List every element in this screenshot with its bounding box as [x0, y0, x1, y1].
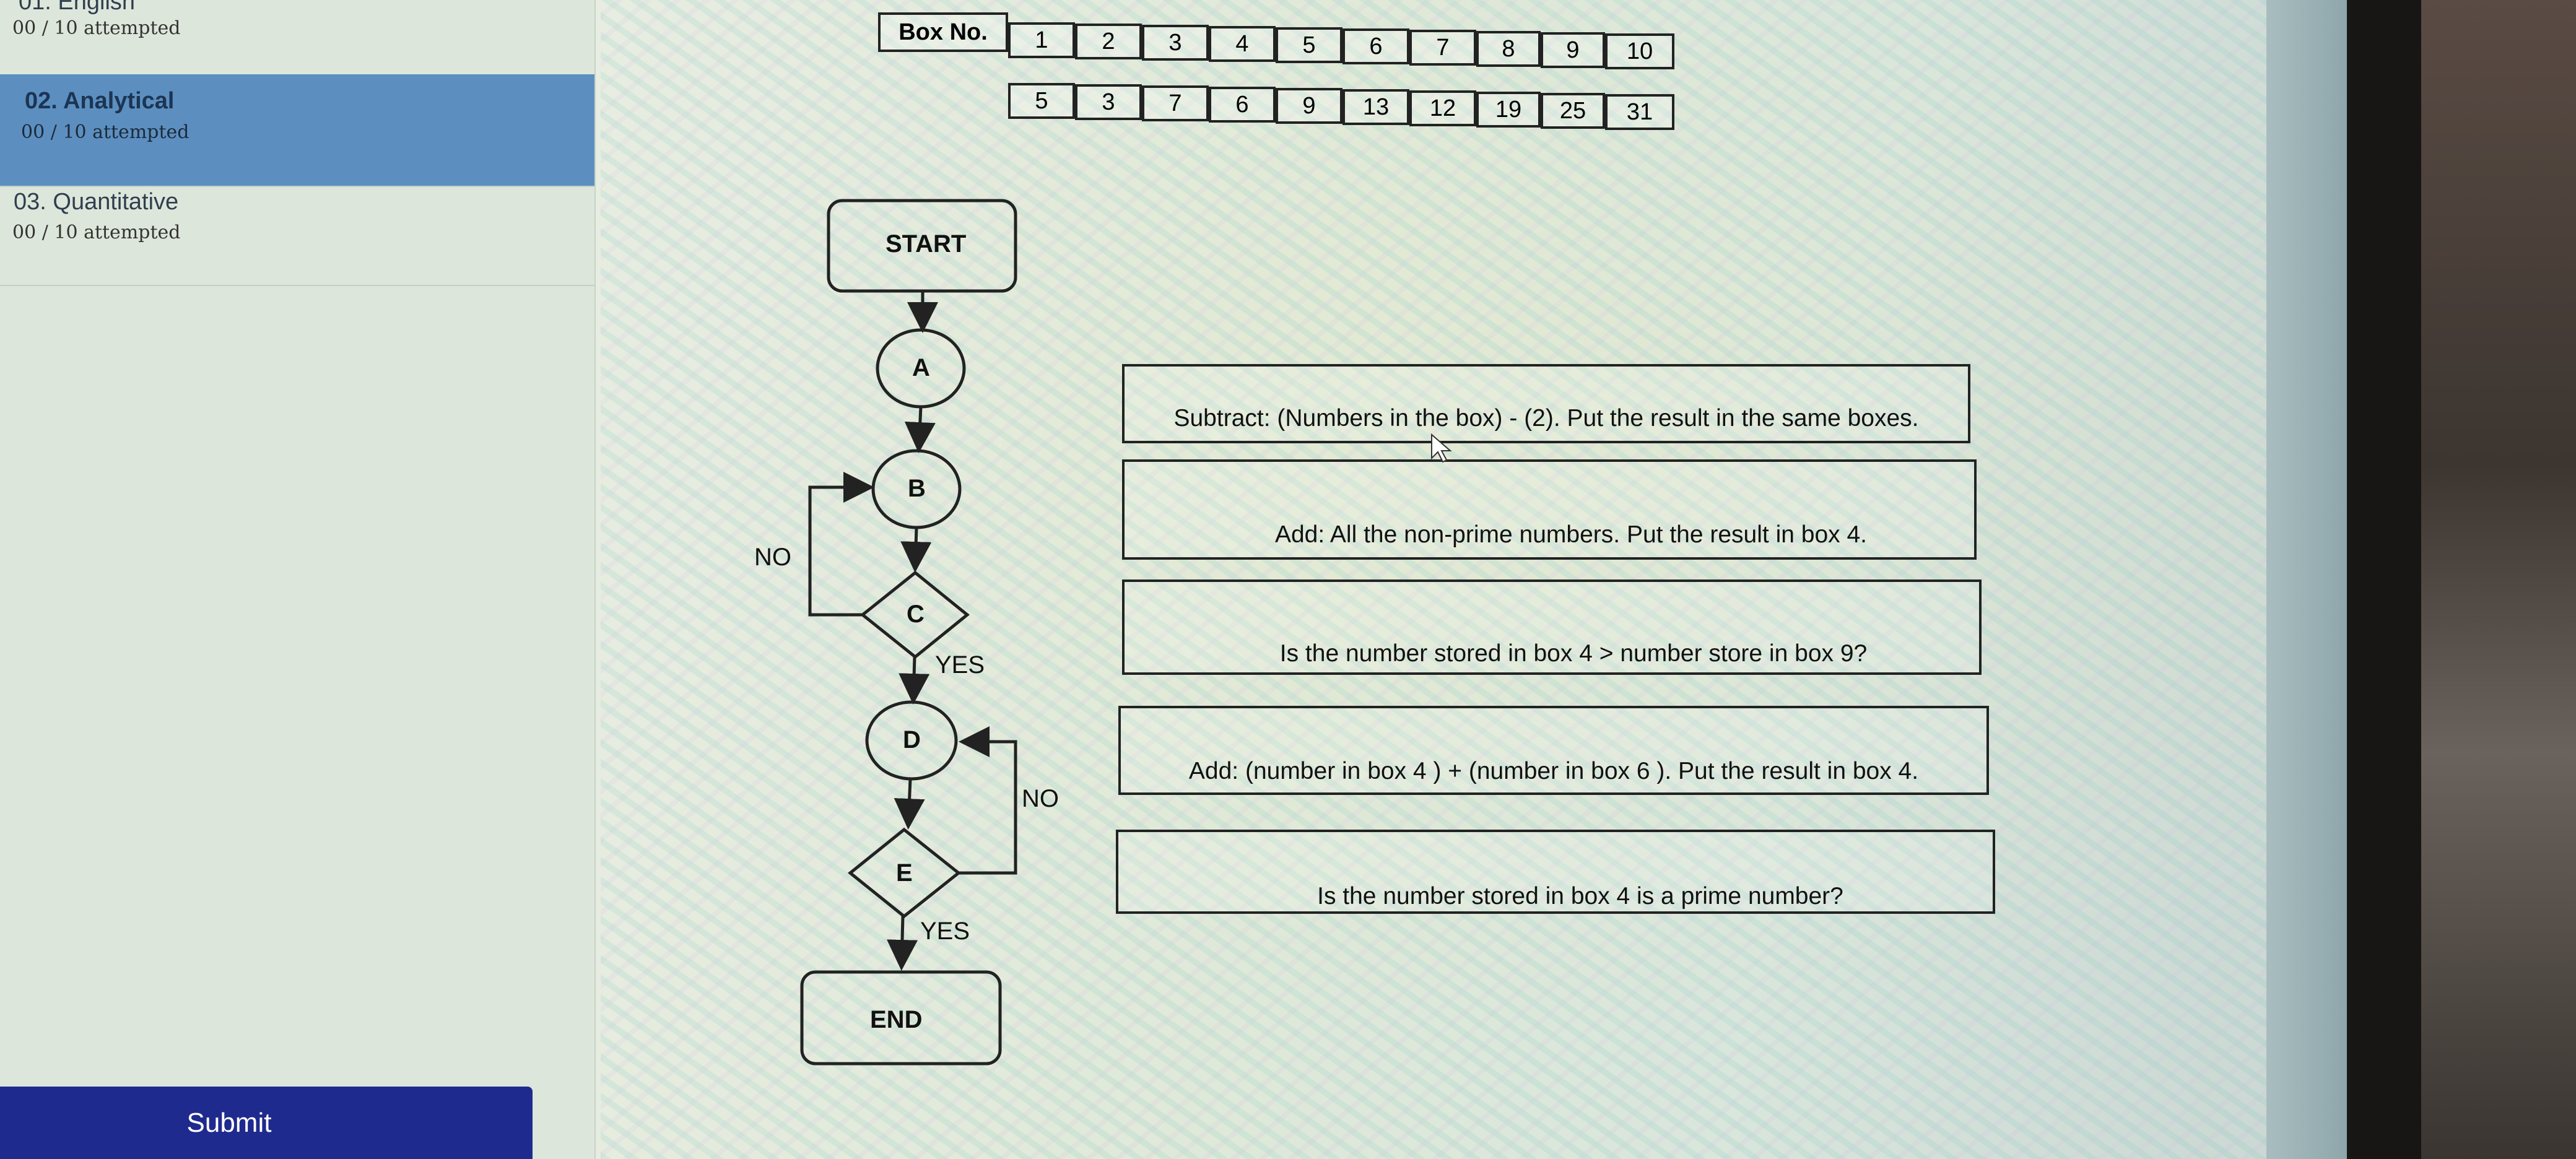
node-e-decision: [848, 827, 962, 919]
no-label-e: NO: [1022, 785, 1059, 812]
node-c-label: C: [907, 601, 925, 628]
end-terminator: [800, 970, 1002, 1066]
section-title: 02. Analytical: [25, 88, 175, 114]
box-number: 2: [1075, 24, 1142, 59]
step-box-d: Add: (number in box 4 ) + (number in box…: [1118, 706, 1989, 795]
step-box-e: Is the number stored in box 4 is a prime…: [1116, 830, 1995, 914]
box-value: 5: [1008, 83, 1075, 119]
section-title: 01. English: [19, 0, 136, 15]
node-d-label: D: [903, 726, 921, 753]
box-value: 13: [1342, 89, 1409, 125]
step-text: Add: (number in box 4 ) + (number in box…: [1188, 758, 1919, 784]
background-room: [2421, 0, 2576, 1159]
box-number: 6: [1342, 28, 1409, 64]
section-item-analytical[interactable]: 02. Analytical 00 / 10 attempted: [0, 74, 594, 187]
box-value: 3: [1075, 84, 1142, 120]
step-text: Is the number stored in box 4 > number s…: [1279, 640, 1868, 667]
node-e-label: E: [896, 859, 913, 887]
start-label: START: [886, 230, 967, 258]
section-sidebar: 01. English 00 / 10 attempted 02. Analyt…: [0, 0, 596, 1159]
section-item-quantitative[interactable]: 03. Quantitative 00 / 10 attempted: [0, 186, 594, 286]
box-value: 12: [1409, 90, 1476, 126]
page-right-margin: [2266, 0, 2347, 1159]
node-b-label: B: [908, 475, 926, 502]
step-text: Is the number stored in box 4 is a prime…: [1317, 883, 1843, 909]
section-attempted: 00 / 10 attempted: [12, 222, 181, 243]
box-number: 5: [1276, 27, 1342, 63]
box-value: 31: [1605, 94, 1674, 130]
section-attempted: 00 / 10 attempted: [12, 17, 181, 39]
screen: 01. English 00 / 10 attempted 02. Analyt…: [0, 0, 2347, 1159]
yes-label-c: YES: [935, 651, 985, 679]
monitor-bezel: [2347, 0, 2421, 1159]
node-a-label: A: [912, 354, 930, 381]
step-box-c: Is the number stored in box 4 > number s…: [1122, 580, 1982, 675]
step-text: Add: All the non-prime numbers. Put the …: [1274, 521, 1867, 548]
box-number: 7: [1409, 30, 1476, 66]
section-title: 03. Quantitative: [14, 189, 179, 215]
box-number: 9: [1541, 32, 1605, 68]
box-value: 7: [1142, 85, 1209, 121]
box-header: Box No.: [878, 12, 1008, 52]
box-number: 8: [1476, 31, 1541, 67]
box-number: 4: [1209, 26, 1276, 62]
box-value: 6: [1209, 87, 1276, 123]
node-d: [865, 700, 958, 781]
section-attempted: 00 / 10 attempted: [21, 121, 189, 143]
no-label-c: NO: [754, 544, 791, 571]
box-value: 25: [1541, 93, 1605, 129]
yes-label-e: YES: [920, 918, 970, 945]
end-label: END: [870, 1006, 923, 1033]
step-box-a: Subtract: (Numbers in the box) - (2). Pu…: [1122, 364, 1970, 443]
submit-button[interactable]: Submit: [0, 1087, 533, 1159]
step-box-b: Add: All the non-prime numbers. Put the …: [1122, 459, 1977, 560]
box-number: 3: [1142, 25, 1209, 61]
mouse-cursor-icon: [1431, 433, 1452, 463]
submit-label: Submit: [186, 1107, 272, 1138]
box-value: 9: [1276, 88, 1342, 124]
box-value: 19: [1476, 92, 1541, 128]
box-number: 10: [1605, 33, 1674, 69]
box-number: 1: [1008, 22, 1075, 58]
step-text: Subtract: (Numbers in the box) - (2). Pu…: [1173, 405, 1919, 432]
node-c-decision: [859, 570, 970, 659]
flowchart: [800, 302, 1002, 1066]
